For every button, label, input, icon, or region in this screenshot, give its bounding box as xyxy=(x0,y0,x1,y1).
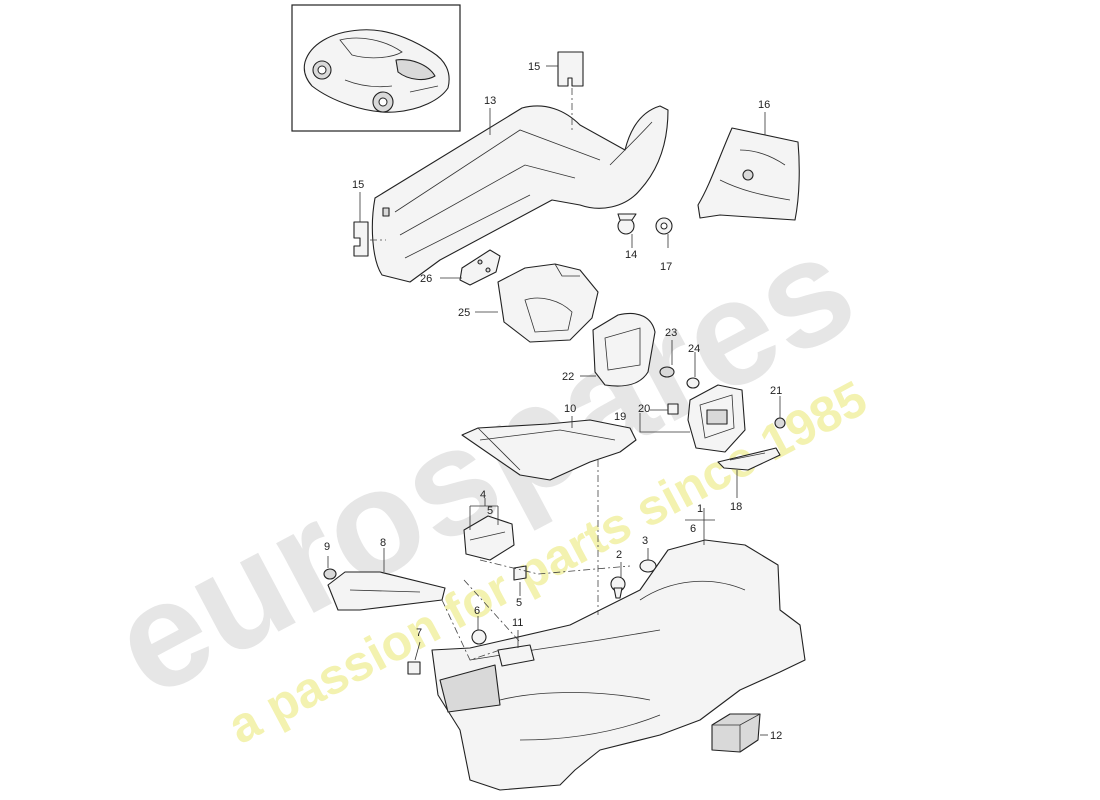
callout-4: 4 xyxy=(480,489,486,501)
callout-2: 2 xyxy=(616,549,622,561)
callout-25: 25 xyxy=(458,307,470,319)
callout-26: 26 xyxy=(420,273,432,285)
part-22-frame xyxy=(592,313,656,387)
part-11-module xyxy=(497,644,535,667)
part-15-clip-top xyxy=(557,51,584,87)
callout-22: 22 xyxy=(562,371,574,383)
callout-7: 7 xyxy=(416,627,422,639)
callout-18: 18 xyxy=(730,501,742,513)
part-19-socket-assembly xyxy=(687,384,746,453)
callout-3: 3 xyxy=(642,535,648,547)
part-14-screw xyxy=(617,213,637,235)
assembly-lines xyxy=(370,88,631,661)
part-12-cube xyxy=(711,713,761,753)
part-5-clip xyxy=(513,565,527,581)
part-21-screw xyxy=(774,417,786,429)
part-17-clip xyxy=(655,217,673,235)
callout-17: 17 xyxy=(660,261,672,273)
vehicle-thumbnail xyxy=(291,4,461,132)
callout-21: 21 xyxy=(770,385,782,397)
callout-11: 11 xyxy=(512,617,523,629)
part-13-side-trim xyxy=(371,105,669,283)
part-23-nut xyxy=(659,366,675,378)
callout-12: 12 xyxy=(770,730,782,742)
callout-20: 20 xyxy=(638,403,650,415)
part-7-clip xyxy=(407,661,421,675)
callout-13: 13 xyxy=(484,95,496,107)
part-16-corner-trim xyxy=(697,127,800,221)
callout-16: 16 xyxy=(758,99,770,111)
callout-6-top: 6 xyxy=(690,523,696,535)
callout-10: 10 xyxy=(564,403,576,415)
callout-1: 1 xyxy=(697,503,703,515)
part-26-bracket xyxy=(459,249,501,286)
part-18-latch xyxy=(717,447,781,471)
callout-19: 19 xyxy=(614,411,626,423)
part-8-panel xyxy=(327,571,446,611)
leader-lines xyxy=(327,65,781,736)
callout-9: 9 xyxy=(324,541,330,553)
callout-24: 24 xyxy=(688,343,700,355)
part-10-floor-cover xyxy=(461,419,637,481)
callout-15-top: 15 xyxy=(528,61,540,73)
part-1-trunk-tub xyxy=(431,539,806,791)
part-15-clip-left xyxy=(353,221,369,257)
callout-23: 23 xyxy=(665,327,677,339)
callout-15-left: 15 xyxy=(352,179,364,191)
part-6-screw xyxy=(471,629,487,645)
callout-5-bottom: 5 xyxy=(516,597,522,609)
part-2-screw xyxy=(610,576,626,599)
part-9-grommet xyxy=(323,568,337,580)
callout-14: 14 xyxy=(625,249,637,261)
part-25-housing xyxy=(497,263,599,343)
callout-6-bottom: 6 xyxy=(474,605,480,617)
part-4-bracket xyxy=(463,515,515,561)
callout-8: 8 xyxy=(380,537,386,549)
part-24-cap xyxy=(686,377,700,389)
callout-labels: 15 13 16 15 14 17 26 25 23 24 22 21 10 2… xyxy=(324,61,782,742)
part-20-clip xyxy=(667,403,679,415)
callout-5-top: 5 xyxy=(487,505,493,517)
